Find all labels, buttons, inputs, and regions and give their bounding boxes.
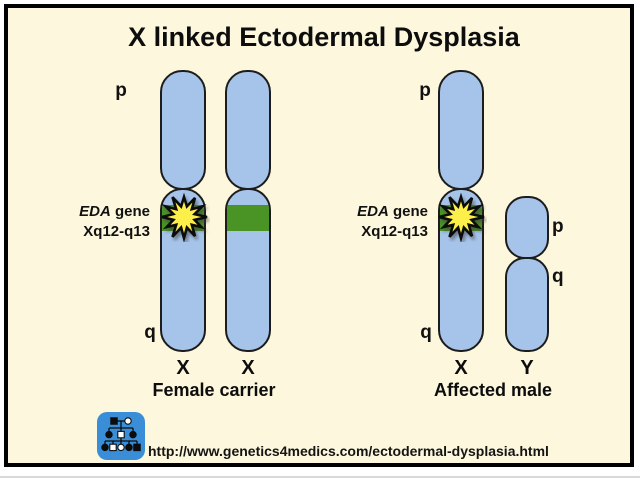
mutation-starburst-icon [438,192,485,242]
chromosome-label-y: Y [520,357,534,379]
gene-locus-label: Xq12-q13 [361,223,428,240]
source-url-text: http://www.genetics4medics.com/ectoderma… [148,443,549,459]
y-chromosome-q-arm [505,257,549,352]
y-chromosome-p-arm [505,196,549,259]
q-arm-label-right-x: q [420,322,432,343]
q-arm-label-y: q [552,266,564,287]
mutation-starburst-icon [161,192,208,242]
chromosome-label-x2: X [241,357,255,379]
p-arm-label-left: p [115,80,127,101]
x-chromosome-1-p-arm [160,70,206,190]
x-chromosome-2-p-arm [225,70,271,190]
female-carrier-caption: Female carrier [152,380,276,400]
x-chromosome-3-p-arm [438,70,484,190]
genetics4medics-pedigree-logo [97,412,145,460]
eda-gene-band [227,205,269,231]
page-title: X linked Ectodermal Dysplasia [128,22,520,52]
p-arm-label-y: p [552,216,564,237]
gene-locus-label: Xq12-q13 [83,223,150,240]
gene-word: gene [114,203,150,220]
p-arm-label-right-x: p [419,80,431,101]
gene-symbol: EDA [79,203,111,220]
chromosome-label-x1: X [176,357,190,379]
bottom-divider [0,476,640,478]
affected-male-caption: Affected male [433,380,553,400]
chromosome-label-x3: X [454,357,468,379]
gene-symbol: EDA [357,203,389,220]
q-arm-label-left: q [144,322,156,343]
gene-word: gene [392,203,428,220]
x-chromosome-2-q-arm [225,188,271,352]
